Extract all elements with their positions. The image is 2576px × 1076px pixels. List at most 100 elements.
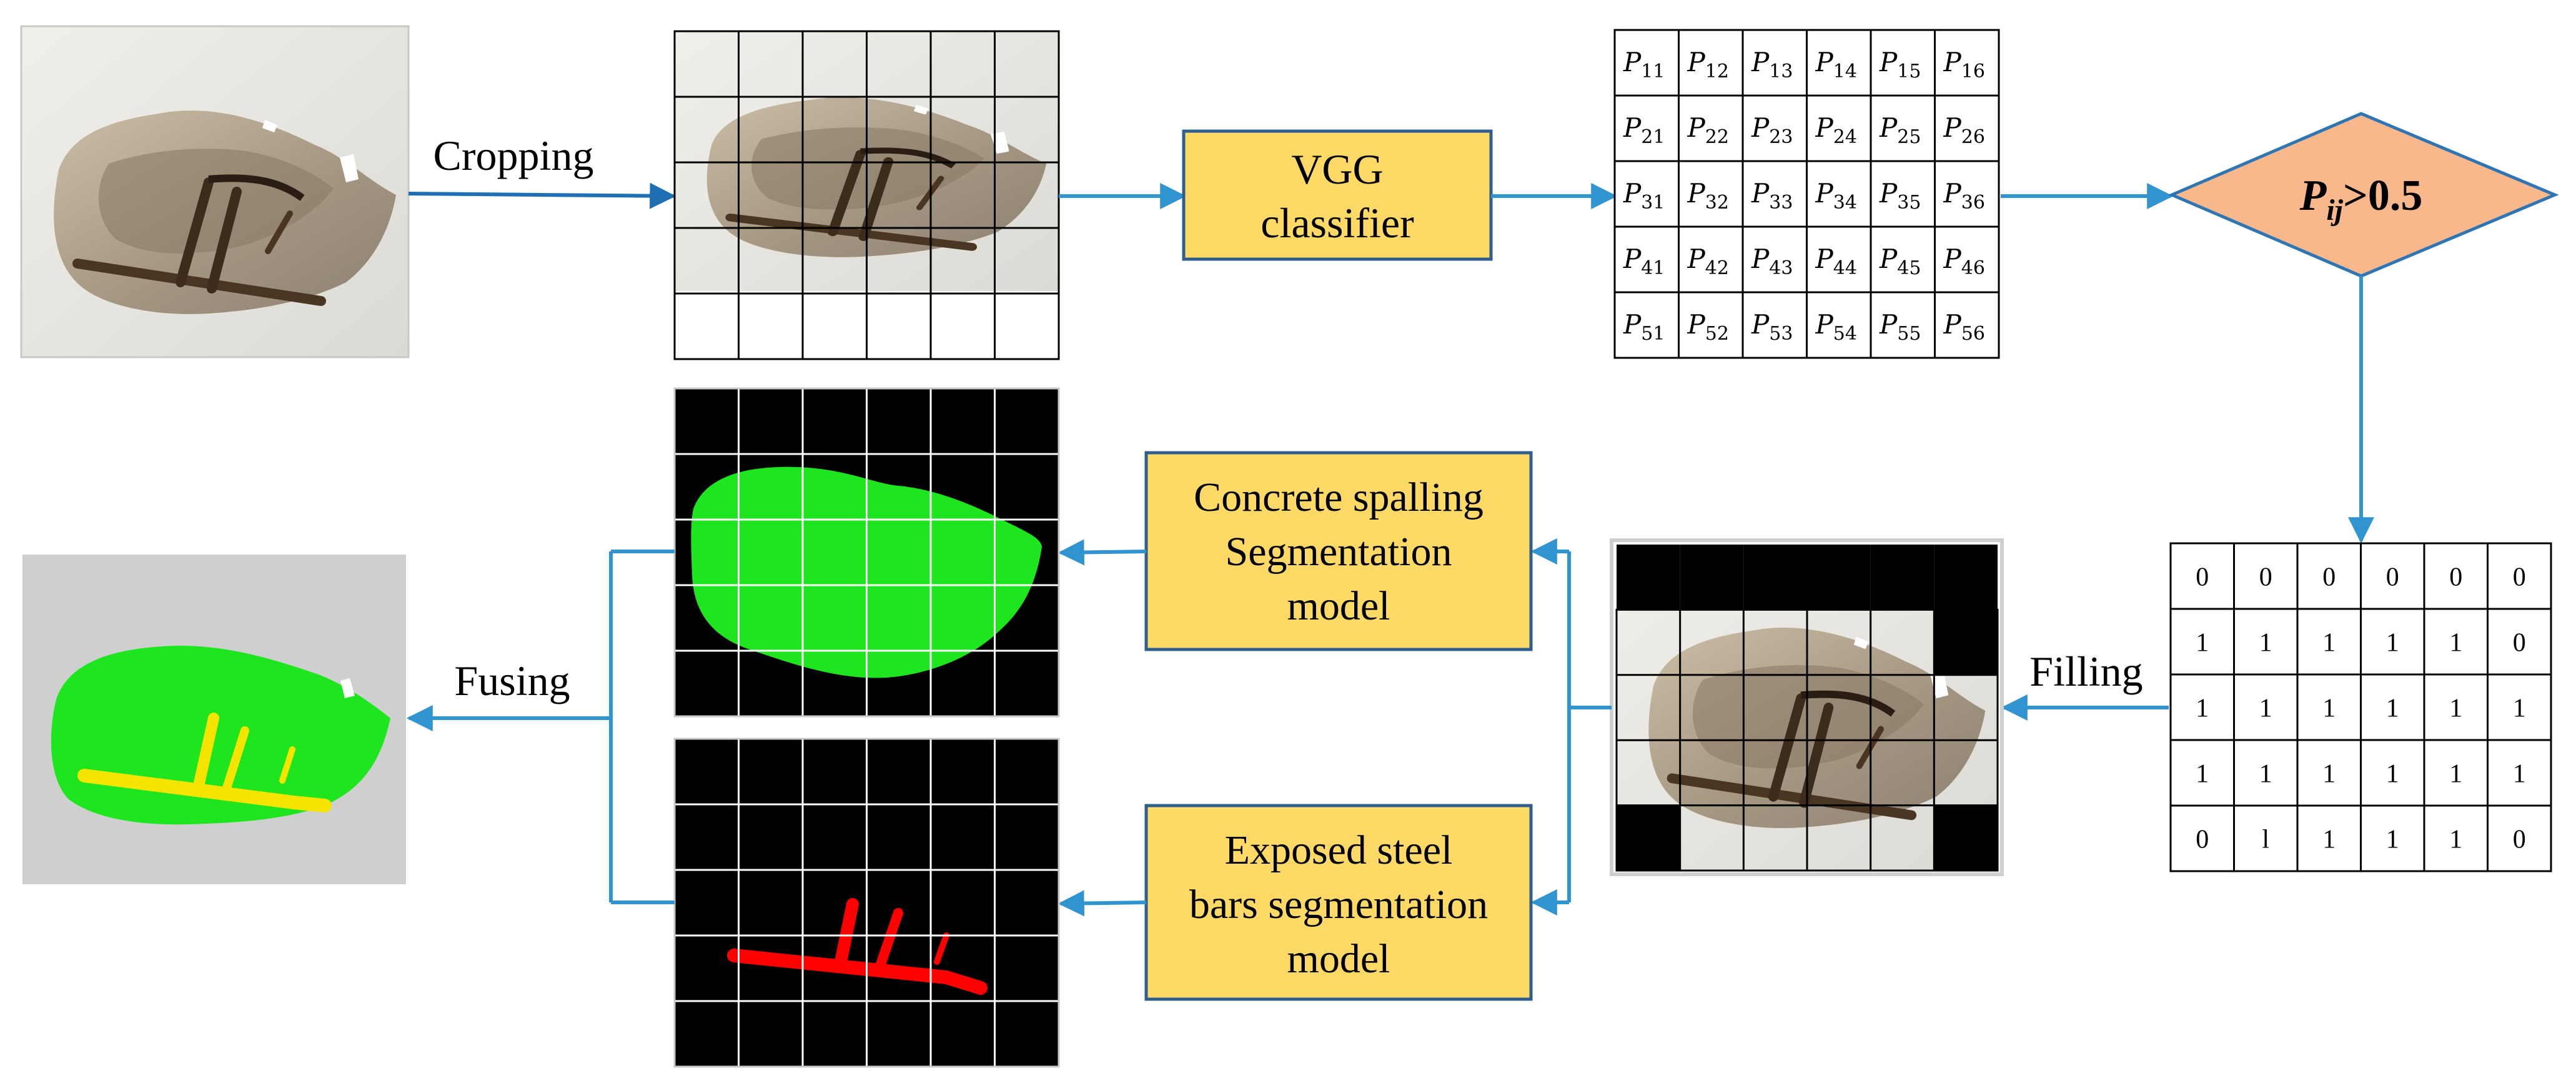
filling-label: Filling	[2029, 648, 2143, 695]
binary-cell: 0	[2259, 563, 2272, 592]
prob-cell: P26	[1943, 112, 1985, 148]
exposed-steel-model-box: Exposed steel bars segmentation model	[1144, 804, 1533, 1001]
binary-cell: 1	[2322, 826, 2336, 854]
binary-cell: 1	[2386, 629, 2399, 658]
svg-text:Pij>0.5: Pij>0.5	[2299, 172, 2423, 227]
binary-cell: 0	[2449, 563, 2462, 592]
prob-cell: P53	[1751, 309, 1793, 345]
concrete-label-line2: Segmentation	[1226, 529, 1452, 575]
prob-cell: P31	[1623, 178, 1665, 214]
binary-cell: 1	[2386, 826, 2399, 854]
binary-cell: 1	[2513, 694, 2526, 723]
masked-cell	[1743, 545, 1807, 610]
prob-cell: P33	[1751, 178, 1793, 214]
masked-cell	[1807, 545, 1871, 610]
binary-matrix: 0 0 0 0 0 0 1 1 1 1 1 0 1 1 1 1 1 1 1 1 1 1 1 1 0 l 1 1 1 0	[2169, 542, 2552, 872]
prob-cell: P45	[1879, 244, 1921, 279]
binary-cell: 0	[2513, 629, 2526, 658]
prob-cell: P41	[1623, 244, 1665, 279]
split-connector	[1530, 538, 1612, 916]
prob-cell: P11	[1623, 47, 1665, 82]
prob-cell: P12	[1687, 47, 1729, 82]
binary-cell: 0	[2196, 563, 2209, 592]
spalling-segmentation-result	[673, 387, 1060, 718]
binary-cell: 0	[2513, 826, 2526, 854]
binary-cell: 1	[2322, 694, 2336, 723]
cropped-grid-image	[673, 30, 1060, 360]
prob-cell: P14	[1815, 47, 1857, 82]
concrete-spalling-model-box: Concrete spalling Segmentation model	[1144, 451, 1533, 651]
prob-cell: P44	[1815, 244, 1857, 279]
binary-cell: 1	[2196, 629, 2209, 658]
masked-cell	[1680, 545, 1744, 610]
prob-cell: P54	[1815, 309, 1857, 345]
concrete-label-line1: Concrete spalling	[1194, 475, 1484, 520]
concrete-label-line3: model	[1287, 583, 1390, 629]
prob-cell: P23	[1751, 112, 1793, 148]
decision-symbol: P	[2299, 172, 2327, 220]
binary-cell: l	[2262, 826, 2269, 854]
masked-cell	[1934, 610, 1998, 675]
binary-cell: 0	[2513, 563, 2526, 592]
masked-cell	[1617, 545, 1680, 610]
binary-cell: 1	[2259, 760, 2272, 789]
binary-cell: 1	[2196, 694, 2209, 723]
fusing-connector	[406, 550, 675, 904]
binary-cell: 0	[2196, 826, 2209, 854]
steel-segmentation-result	[673, 738, 1060, 1068]
prob-cell: P46	[1943, 244, 1985, 279]
prob-cell: P52	[1687, 309, 1729, 345]
steel-label-line3: model	[1287, 936, 1390, 982]
masked-cell	[1934, 805, 1998, 871]
fusing-label: Fusing	[454, 657, 570, 704]
arrow-to-spalling-result	[1058, 539, 1147, 566]
prob-cell: P16	[1943, 47, 1985, 82]
prob-cell: P56	[1943, 309, 1985, 345]
input-image	[20, 25, 410, 358]
prob-cell: P15	[1879, 47, 1921, 82]
masked-cell	[1870, 545, 1934, 610]
prob-cell: P32	[1687, 178, 1729, 214]
vgg-label-line2: classifier	[1261, 199, 1414, 247]
binary-cell: 1	[2259, 694, 2272, 723]
binary-cell: 0	[2322, 563, 2336, 592]
masked-cell	[1617, 805, 1680, 871]
binary-cell: 1	[2449, 826, 2462, 854]
prob-cell: P42	[1687, 244, 1729, 279]
arrow-to-steel-result	[1058, 890, 1147, 917]
steel-label-line2: bars segmentation	[1189, 882, 1488, 927]
binary-cell: 1	[2196, 760, 2209, 789]
filled-masked-image	[1610, 538, 2004, 876]
cropping-arrow	[408, 182, 676, 209]
prob-cell: P51	[1623, 309, 1665, 345]
prob-cell: P35	[1879, 178, 1921, 214]
prob-cell: P25	[1879, 112, 1921, 148]
decision-threshold: >0.5	[2343, 172, 2422, 220]
prob-cell: P36	[1943, 178, 1985, 214]
prob-cell: P13	[1751, 47, 1793, 82]
threshold-decision-diamond: Pij>0.5	[2167, 112, 2559, 278]
prob-cell: P24	[1815, 112, 1857, 148]
binary-cell: 1	[2513, 760, 2526, 789]
fused-output-image	[22, 555, 406, 884]
decision-subscript: ij	[2326, 194, 2343, 227]
binary-cell: 1	[2322, 629, 2336, 658]
binary-cell: 1	[2259, 629, 2272, 658]
vgg-label-line1: VGG	[1291, 146, 1383, 193]
masked-cell	[1934, 545, 1998, 610]
binary-cell: 1	[2386, 760, 2399, 789]
prob-cell: P55	[1879, 309, 1921, 345]
binary-cell: 1	[2449, 694, 2462, 723]
cropping-label: Cropping	[433, 132, 594, 179]
binary-cell: 1	[2449, 629, 2462, 658]
binary-cell: 0	[2386, 563, 2399, 592]
binary-cell: 1	[2322, 760, 2336, 789]
binary-cell: 1	[2449, 760, 2462, 789]
steel-label-line1: Exposed steel	[1225, 827, 1453, 873]
prob-cell: P21	[1623, 112, 1665, 148]
prob-cell: P34	[1815, 178, 1857, 214]
binary-cell: 1	[2386, 694, 2399, 723]
vgg-classifier-box: VGG classifier	[1182, 129, 1493, 261]
prob-cell: P43	[1751, 244, 1793, 279]
